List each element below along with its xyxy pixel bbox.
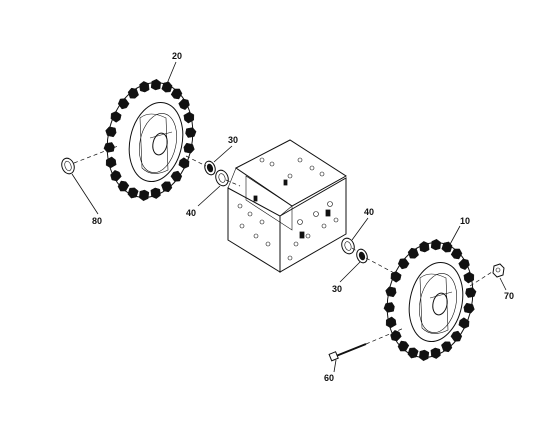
hex-nut [492,263,505,278]
bolt [328,343,367,362]
callout-80: 80 [92,216,102,226]
flange-upper [215,169,229,187]
callout-30-lower: 30 [332,284,342,294]
bearing-upper [204,160,216,176]
wheel-lower-right [382,238,478,362]
leader-lines [71,61,507,373]
callout-30-upper: 30 [228,135,238,145]
clip-pin [61,157,75,175]
callout-40-upper: 40 [186,208,196,218]
axle-lines [73,145,493,345]
callout-40-lower: 40 [364,207,374,217]
callout-20: 20 [172,51,182,61]
callout-70: 70 [504,291,514,301]
wheel-upper-left [102,78,198,202]
callout-60: 60 [324,373,334,383]
callout-10: 10 [460,216,470,226]
bearing-lower [356,248,368,264]
frame-housing [227,139,347,273]
flange-lower [341,237,355,255]
